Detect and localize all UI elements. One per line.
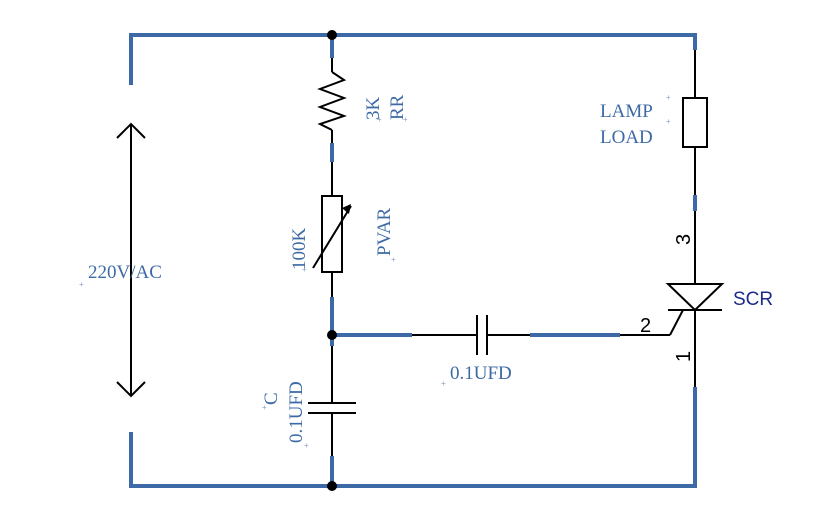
svg-text:+: + xyxy=(79,280,84,289)
top-wire xyxy=(129,33,697,85)
cap-series-label: 0.1UFD xyxy=(450,363,512,384)
lamp-label-line2: LOAD xyxy=(600,127,653,148)
svg-text:+: + xyxy=(262,403,267,412)
scr-label: SCR xyxy=(733,289,773,310)
scr-pin-2-label: 2 xyxy=(640,315,651,337)
svg-text:+: + xyxy=(302,265,307,274)
svg-text:+: + xyxy=(666,93,671,102)
capacitor-series-symbol xyxy=(476,315,488,355)
junction-dot-bottom xyxy=(327,481,337,491)
component-leads xyxy=(331,50,696,456)
svg-text:+: + xyxy=(441,379,446,388)
lamp-load-symbol xyxy=(682,97,708,148)
potentiometer-symbol xyxy=(312,195,352,273)
source-arrow xyxy=(116,122,146,398)
lamp-label-line1: LAMP xyxy=(600,101,653,122)
svg-text:+: + xyxy=(403,115,408,124)
scr-pin-3-label: 3 xyxy=(673,234,695,245)
wires xyxy=(129,33,697,488)
svg-text:+: + xyxy=(377,115,382,124)
pot-value-label: 100K xyxy=(289,228,310,271)
source-label: 220V/AC xyxy=(88,262,162,283)
capacitor-shunt-symbol xyxy=(308,402,356,414)
r1-value-label: 3K xyxy=(363,97,384,121)
reference-markers: + + + + + + + + + + xyxy=(79,93,671,450)
junction-dots xyxy=(327,30,337,491)
pot-name-label: PVAR xyxy=(374,207,395,256)
r1-name-label: RR xyxy=(387,94,408,120)
cap-shunt-value-label: 0.1UFD xyxy=(286,381,307,443)
bottom-wire xyxy=(129,387,697,488)
scr-symbol xyxy=(665,283,725,336)
svg-text:+: + xyxy=(304,441,309,450)
resistor-rr-symbol xyxy=(317,71,347,131)
junction-dot-middle xyxy=(327,330,337,340)
cap-shunt-name-label: C xyxy=(261,392,282,405)
svg-text:+: + xyxy=(391,255,396,264)
svg-text:+: + xyxy=(666,117,671,126)
junction-dot-top xyxy=(327,30,337,40)
scr-pin-1-label: 1 xyxy=(673,351,695,362)
